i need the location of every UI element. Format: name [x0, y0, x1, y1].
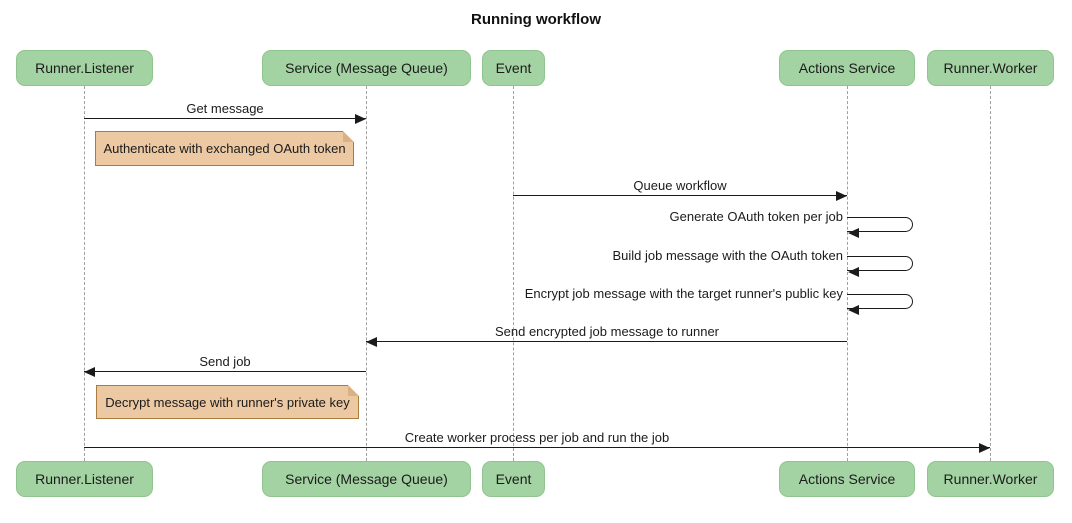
self-loop-generate-oauth-token	[847, 217, 913, 232]
actor-runner-worker-bottom: Runner.Worker	[927, 461, 1054, 497]
lifeline-actions-service	[847, 86, 848, 461]
actor-actions-service-bottom: Actions Service	[779, 461, 915, 497]
note-decrypt: Decrypt message with runner's private ke…	[96, 385, 359, 419]
actor-event-bottom: Event	[482, 461, 545, 497]
message-label-build-job-message: Build job message with the OAuth token	[612, 248, 843, 263]
arrowhead-left-icon	[848, 267, 859, 277]
lifeline-runner-listener	[84, 86, 85, 461]
arrowhead-left-icon	[848, 228, 859, 238]
message-line-send-job	[84, 371, 366, 372]
message-label-get-message: Get message	[186, 101, 264, 116]
arrowhead-right-icon	[836, 191, 847, 201]
actor-actions-service-top: Actions Service	[779, 50, 915, 86]
actor-service-message-queue-bottom: Service (Message Queue)	[262, 461, 471, 497]
message-label-send-job: Send job	[199, 354, 251, 369]
self-loop-build-job-message	[847, 256, 913, 271]
arrowhead-left-icon	[84, 367, 95, 377]
arrowhead-left-icon	[366, 337, 377, 347]
message-line-get-message	[84, 118, 366, 119]
diagram-title: Running workflow	[471, 11, 601, 28]
message-line-queue-workflow	[513, 195, 847, 196]
actor-service-message-queue-top: Service (Message Queue)	[262, 50, 471, 86]
note-authenticate: Authenticate with exchanged OAuth token	[95, 131, 354, 166]
message-line-create-worker	[84, 447, 990, 448]
message-line-send-encrypted-job	[366, 341, 847, 342]
message-label-send-encrypted-job: Send encrypted job message to runner	[494, 324, 720, 339]
message-label-encrypt-job-message: Encrypt job message with the target runn…	[524, 286, 843, 301]
actor-runner-listener-top: Runner.Listener	[16, 50, 153, 86]
lifeline-event	[513, 86, 514, 461]
lifeline-runner-worker	[990, 86, 991, 461]
actor-runner-listener-bottom: Runner.Listener	[16, 461, 153, 497]
actor-runner-worker-top: Runner.Worker	[927, 50, 1054, 86]
message-label-queue-workflow: Queue workflow	[633, 178, 727, 193]
arrowhead-right-icon	[979, 443, 990, 453]
self-loop-encrypt-job-message	[847, 294, 913, 309]
actor-event-top: Event	[482, 50, 545, 86]
note-authenticate-text: Authenticate with exchanged OAuth token	[103, 141, 346, 156]
lifeline-service-message-queue	[366, 86, 367, 461]
message-label-generate-oauth-token: Generate OAuth token per job	[669, 209, 843, 224]
arrowhead-right-icon	[355, 114, 366, 124]
message-label-create-worker: Create worker process per job and run th…	[404, 430, 670, 445]
arrowhead-left-icon	[848, 305, 859, 315]
note-decrypt-text: Decrypt message with runner's private ke…	[105, 394, 350, 410]
